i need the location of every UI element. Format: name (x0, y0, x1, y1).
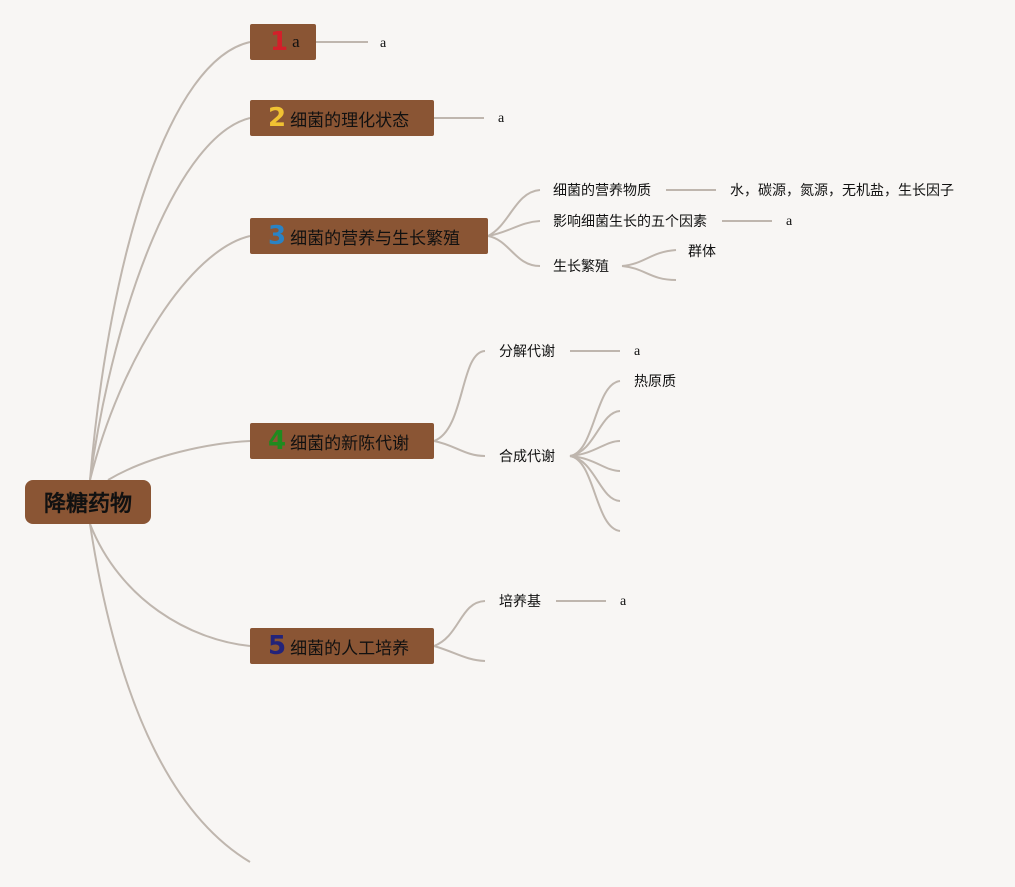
link-t3-c3 (487, 235, 541, 267)
topic-3-child-1-leaf: 水，碳源，氮源，无机盐，生长因子 (730, 183, 954, 199)
topic-2-leaf: a (498, 111, 505, 126)
topic-3-node[interactable]: 3 细菌的营养与生长繁殖 (250, 218, 488, 254)
link-t4-c2-l1 (569, 380, 621, 457)
topic-5-title: 细菌的人工培养 (290, 638, 410, 659)
topic-3-title: 细菌的营养与生长繁殖 (290, 228, 461, 249)
topic-1-title: a (292, 32, 300, 51)
topic-3-number: 3 (268, 221, 287, 251)
link-root-topic-4 (107, 440, 251, 481)
link-t3-c3-b (621, 265, 677, 281)
topic-3-child-3[interactable]: 生长繁殖 (553, 259, 609, 275)
topic-2-node[interactable]: 2 细菌的理化状态 (250, 100, 434, 136)
link-t3-c2 (487, 220, 541, 237)
topic-1-number: 1 (270, 27, 289, 57)
topic-4-number: 4 (268, 426, 287, 456)
link-t4-c2-l3 (569, 440, 621, 457)
link-root-topic-2 (89, 117, 251, 481)
topic-1-leaf: a (380, 36, 387, 51)
topic-4-node[interactable]: 4 细菌的新陈代谢 (250, 423, 434, 459)
root-title: 降糖药物 (43, 492, 132, 517)
topic-3-child-2-leaf: a (786, 214, 793, 229)
topic-4-child-1-leaf: a (634, 344, 641, 359)
topic-4-child-2[interactable]: 合成代谢 (499, 449, 555, 465)
link-t4-c2 (433, 440, 486, 457)
link-t4-c2-l6 (569, 455, 621, 532)
topic-5-child-1-leaf: a (620, 594, 627, 609)
link-t3-c3-a (621, 249, 677, 267)
topic-4-child-2-leaf: 热原质 (634, 374, 676, 390)
link-t5-c2 (433, 645, 486, 662)
link-root-topic-3 (89, 235, 251, 481)
topic-3-child-3-leaf: 群体 (688, 244, 716, 260)
topic-5-node[interactable]: 5 细菌的人工培养 (250, 628, 434, 664)
root-node[interactable]: 降糖药物 (25, 480, 151, 524)
topic-3-child-1[interactable]: 细菌的营养物质 (553, 183, 651, 199)
link-t5-c1 (433, 600, 486, 647)
topic-3-child-2[interactable]: 影响细菌生长的五个因素 (553, 214, 707, 230)
link-root-topic-1 (89, 41, 251, 481)
topic-5-number: 5 (268, 631, 287, 661)
topic-5-child-1[interactable]: 培养基 (499, 594, 541, 610)
topic-4-child-1[interactable]: 分解代谢 (499, 344, 555, 360)
topic-2-title: 细菌的理化状态 (290, 110, 410, 131)
link-t3-c1 (487, 189, 541, 237)
link-root-end (89, 523, 251, 863)
link-root-topic-5 (89, 523, 251, 647)
link-t4-c1 (433, 350, 486, 442)
topic-4-title: 细菌的新陈代谢 (290, 433, 410, 454)
link-t4-c2-l2 (569, 410, 621, 457)
topic-2-number: 2 (268, 103, 287, 133)
topic-1-node[interactable]: 1 a (250, 24, 316, 60)
